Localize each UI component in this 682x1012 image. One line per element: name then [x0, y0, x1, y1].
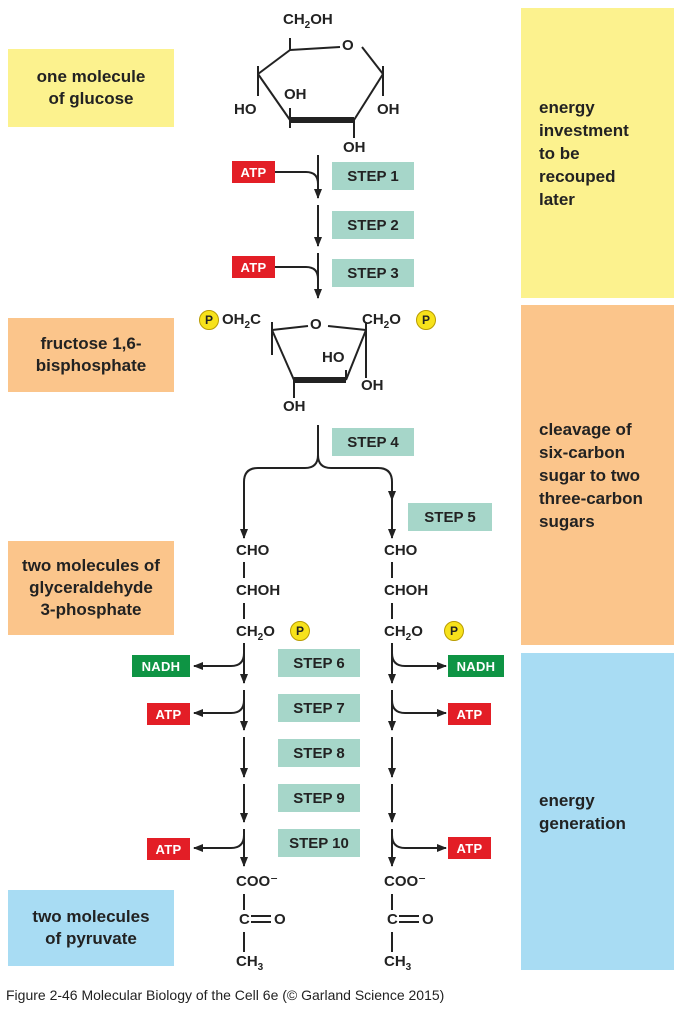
g3p-right-ch2o: CH2O: [384, 623, 423, 643]
phosphate-icon: P: [416, 310, 436, 330]
phosphate-icon: P: [444, 621, 464, 641]
glucose-ch2oh: CH2OH: [283, 11, 333, 31]
g3p-left-cho: CHO: [236, 542, 270, 559]
phosphate-icon: P: [199, 310, 219, 330]
fructose-ring-oxygen: O: [310, 316, 322, 333]
g3p-left-choh: CHOH: [236, 582, 281, 599]
pyruvate-right-c: C: [387, 911, 398, 928]
phase-cleavage: cleavage of six-carbon sugar to two thre…: [521, 305, 674, 645]
phosphate-icon: P: [290, 621, 310, 641]
atp-output-right-step-10: ATP: [448, 837, 491, 859]
pyruvate-right-coo: COO⁻: [384, 873, 427, 890]
step-2: STEP 2: [332, 211, 414, 239]
fructose-left-group: OH2C: [222, 311, 261, 331]
phase-energy-investment: energy investment to be recouped later: [521, 8, 674, 298]
glucose-oh-c1: OH: [377, 101, 400, 118]
fructose-ho: HO: [322, 349, 345, 366]
step-10: STEP 10: [278, 829, 360, 857]
step-6: STEP 6: [278, 649, 360, 677]
glucose-oh-c3: OH: [284, 86, 307, 103]
fructose-oh-c4: OH: [283, 398, 306, 415]
glucose-oh-c2: OH: [343, 139, 366, 156]
step-3: STEP 3: [332, 259, 414, 287]
label-glyceraldehyde-3-phosphate: two molecules of glyceraldehyde 3-phosph…: [8, 541, 174, 635]
fructose-oh-c2: OH: [361, 377, 384, 394]
pyruvate-left-ch3: CH3: [236, 953, 264, 973]
pyruvate-left-c: C: [239, 911, 250, 928]
step-7: STEP 7: [278, 694, 360, 722]
pyruvate-right-o: O: [422, 911, 434, 928]
glucose-ho: HO: [234, 101, 257, 118]
atp-input-step-1: ATP: [232, 161, 275, 183]
figure-caption: Figure 2-46 Molecular Biology of the Cel…: [6, 987, 445, 1003]
atp-input-step-3: ATP: [232, 256, 275, 278]
step-5: STEP 5: [408, 503, 492, 531]
g3p-right-choh: CHOH: [384, 582, 429, 599]
phase-energy-generation: energy generation: [521, 653, 674, 970]
fructose-right-group: CH2O: [362, 311, 401, 331]
step-9: STEP 9: [278, 784, 360, 812]
step-8: STEP 8: [278, 739, 360, 767]
g3p-right-cho: CHO: [384, 542, 418, 559]
atp-output-right-step-7: ATP: [448, 703, 491, 725]
pyruvate-left-coo: COO⁻: [236, 873, 279, 890]
step-1: STEP 1: [332, 162, 414, 190]
g3p-left-ch2o: CH2O: [236, 623, 275, 643]
label-fructose-bisphosphate: fructose 1,6- bisphosphate: [8, 318, 174, 392]
atp-output-left-step-10: ATP: [147, 838, 190, 860]
label-pyruvate: two molecules of pyruvate: [8, 890, 174, 966]
nadh-output-left: NADH: [132, 655, 190, 677]
step-4: STEP 4: [332, 428, 414, 456]
glucose-ring-oxygen: O: [342, 37, 354, 54]
label-glucose: one molecule of glucose: [8, 49, 174, 127]
nadh-output-right: NADH: [448, 655, 504, 677]
pyruvate-right-ch3: CH3: [384, 953, 412, 973]
atp-output-left-step-7: ATP: [147, 703, 190, 725]
pyruvate-left-o: O: [274, 911, 286, 928]
